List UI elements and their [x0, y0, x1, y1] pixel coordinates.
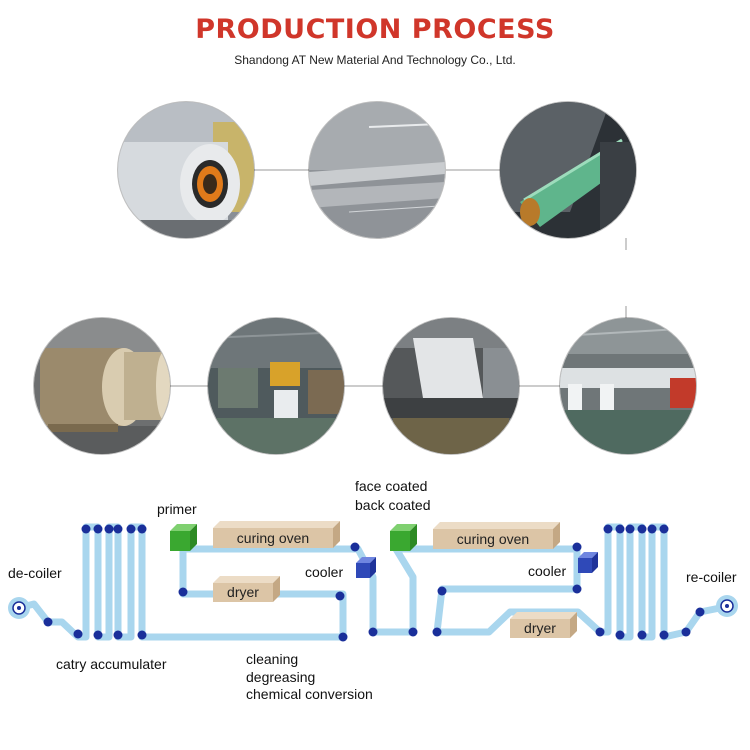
back-coated-label: back coated [355, 497, 431, 513]
photo-film-laminating [500, 102, 636, 238]
cooler-2-label: cooler [528, 563, 566, 579]
rollers [43, 524, 705, 642]
cooler-2 [578, 552, 598, 573]
decoiler-label: de-coiler [8, 565, 62, 581]
photo-coating-line [560, 318, 696, 454]
cleaning-label: cleaning [246, 651, 298, 667]
photo-sheet-machine [383, 318, 519, 454]
chemical-conversion-label: chemical conversion [246, 686, 373, 702]
curing-oven-1: curing oven [213, 521, 340, 548]
dryer-1: dryer [213, 576, 280, 602]
photo-coated-sheet [309, 102, 445, 238]
photo-aluminium-coil [118, 102, 254, 238]
curing-oven-1-label: curing oven [237, 530, 309, 546]
cooler-1-label: cooler [305, 564, 343, 580]
primer-coater [170, 524, 197, 551]
decoiler-reel [8, 597, 30, 619]
cooler-1 [356, 557, 376, 578]
face-coated-label: face coated [355, 478, 427, 494]
finish-coater [390, 524, 417, 551]
dryer-2-label: dryer [524, 620, 556, 636]
degreasing-label: degreasing [246, 669, 315, 685]
dryer-1-label: dryer [227, 584, 259, 600]
accumulator-label: catry accumulater [56, 656, 167, 672]
recoiler-label: re-coiler [686, 569, 737, 585]
dryer-2: dryer [510, 612, 577, 638]
curing-oven-2: curing oven [433, 522, 560, 549]
recoiler-reel [716, 595, 738, 617]
page-subtitle: Shandong AT New Material And Technology … [234, 53, 516, 67]
primer-label: primer [157, 501, 197, 517]
curing-oven-2-label: curing oven [457, 531, 529, 547]
page-title: PRODUCTION PROCESS [195, 14, 555, 45]
strip-path [14, 523, 734, 641]
